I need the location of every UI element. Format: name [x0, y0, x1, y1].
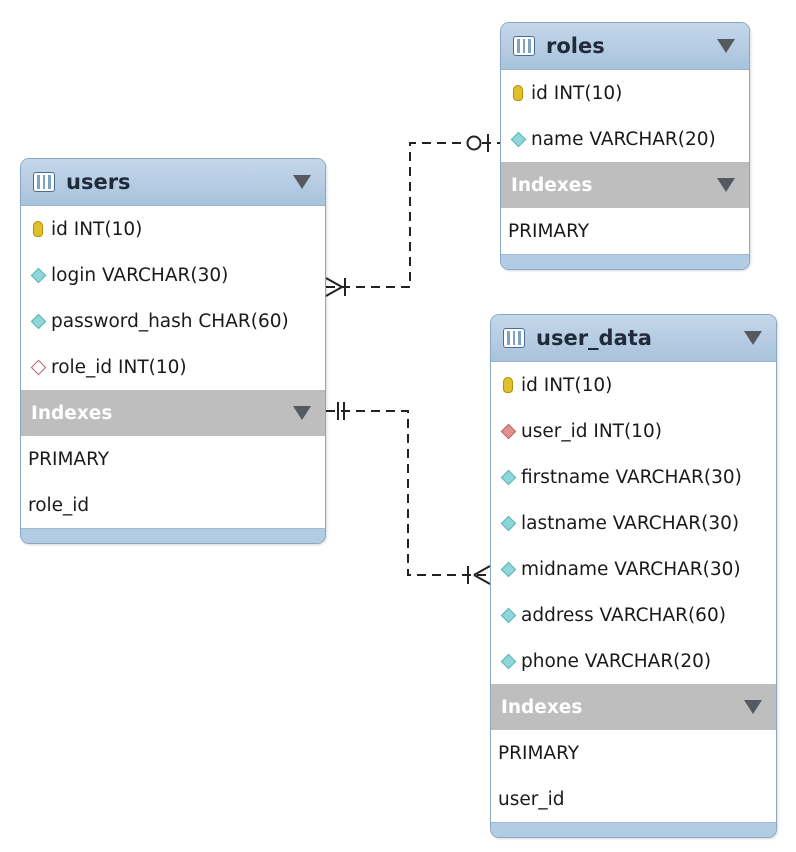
index-row[interactable]: PRIMARY [501, 208, 749, 254]
primary-key-icon [511, 85, 525, 101]
table-header[interactable]: users [21, 159, 325, 206]
index-row[interactable]: role_id [21, 482, 325, 528]
table-icon [33, 172, 55, 192]
index-row[interactable]: user_id [491, 776, 776, 822]
crowfoot-many-users-end [325, 277, 346, 297]
relationship-users-roles-line [326, 142, 500, 288]
column-row[interactable]: name VARCHAR(20) [501, 116, 749, 162]
indexes-header[interactable]: Indexes [501, 162, 749, 208]
table-name: users [66, 170, 131, 194]
table-footer [501, 254, 749, 269]
column-label: login VARCHAR(30) [51, 264, 229, 286]
column-label: name VARCHAR(20) [531, 128, 716, 150]
collapse-arrow-icon[interactable] [717, 39, 735, 53]
column-diamond-icon [500, 607, 516, 623]
column-label: firstname VARCHAR(30) [521, 466, 742, 488]
zero-or-one-roles-end [466, 134, 489, 152]
column-diamond-icon [500, 653, 516, 669]
column-label: user_id INT(10) [521, 420, 662, 442]
table-header[interactable]: roles [501, 23, 749, 70]
column-row[interactable]: lastname VARCHAR(30) [491, 500, 776, 546]
column-diamond-icon [30, 267, 46, 283]
column-row[interactable]: firstname VARCHAR(30) [491, 454, 776, 500]
index-label: PRIMARY [498, 742, 580, 764]
crowfoot-many-user_data-end [467, 565, 491, 585]
one-mandatory-users-end [337, 402, 345, 420]
indexes-header[interactable]: Indexes [21, 390, 325, 436]
index-label: PRIMARY [28, 448, 110, 470]
index-row[interactable]: PRIMARY [21, 436, 325, 482]
primary-key-icon [31, 221, 45, 237]
column-label: id INT(10) [51, 218, 143, 240]
indexes-label: Indexes [501, 696, 583, 718]
column-label: id INT(10) [521, 374, 613, 396]
table-name: user_data [536, 326, 652, 350]
table-icon [503, 328, 525, 348]
table-user_data[interactable]: user_data id INT(10) user_id INT(10) fir… [490, 314, 777, 838]
column-label: lastname VARCHAR(30) [521, 512, 740, 534]
column-row[interactable]: address VARCHAR(60) [491, 592, 776, 638]
collapse-arrow-icon[interactable] [744, 331, 762, 345]
table-footer [491, 822, 776, 837]
column-row[interactable]: role_id INT(10) [21, 344, 325, 390]
primary-key-icon [501, 377, 515, 393]
index-label: PRIMARY [508, 220, 590, 242]
column-row[interactable]: id INT(10) [501, 70, 749, 116]
column-row[interactable]: id INT(10) [491, 362, 776, 408]
column-label: phone VARCHAR(20) [521, 650, 712, 672]
column-label: id INT(10) [531, 82, 623, 104]
column-label: midname VARCHAR(30) [521, 558, 741, 580]
index-row[interactable]: PRIMARY [491, 730, 776, 776]
collapse-arrow-icon[interactable] [293, 406, 311, 420]
column-label: role_id INT(10) [51, 356, 187, 378]
column-row[interactable]: id INT(10) [21, 206, 325, 252]
column-diamond-icon [500, 515, 516, 531]
table-name: roles [546, 34, 605, 58]
column-row[interactable]: login VARCHAR(30) [21, 252, 325, 298]
column-label: password_hash CHAR(60) [51, 310, 289, 332]
table-footer [21, 528, 325, 543]
column-row[interactable]: phone VARCHAR(20) [491, 638, 776, 684]
column-diamond-icon [500, 561, 516, 577]
relationship-users-user_data-line [326, 410, 490, 576]
column-row[interactable]: password_hash CHAR(60) [21, 298, 325, 344]
foreign-key-icon [500, 423, 516, 439]
table-header[interactable]: user_data [491, 315, 776, 362]
collapse-arrow-icon[interactable] [744, 700, 762, 714]
collapse-arrow-icon[interactable] [293, 175, 311, 189]
indexes-label: Indexes [31, 402, 113, 424]
table-users[interactable]: users id INT(10) login VARCHAR(30) passw… [20, 158, 326, 544]
collapse-arrow-icon[interactable] [717, 178, 735, 192]
index-label: role_id [28, 494, 90, 516]
indexes-label: Indexes [511, 174, 593, 196]
column-diamond-icon [500, 469, 516, 485]
column-diamond-icon [30, 313, 46, 329]
table-roles[interactable]: roles id INT(10) name VARCHAR(20) Indexe… [500, 22, 750, 270]
nullable-foreign-key-icon [30, 359, 46, 375]
column-label: address VARCHAR(60) [521, 604, 726, 626]
column-row[interactable]: midname VARCHAR(30) [491, 546, 776, 592]
column-row[interactable]: user_id INT(10) [491, 408, 776, 454]
index-label: user_id [498, 788, 565, 810]
table-icon [513, 36, 535, 56]
indexes-header[interactable]: Indexes [491, 684, 776, 730]
column-diamond-icon [510, 131, 526, 147]
